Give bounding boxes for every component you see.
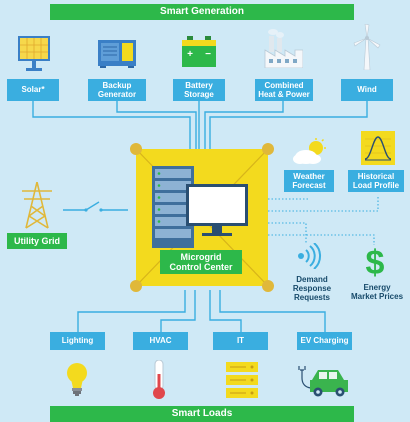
chp-label: Combined Heat & Power bbox=[255, 79, 313, 101]
load-profile-chart-icon bbox=[361, 131, 395, 165]
weather-forecast-label: Weather Forecast bbox=[284, 170, 334, 192]
factory-icon bbox=[264, 29, 303, 68]
smart-loads-bar: Smart Loads bbox=[50, 406, 354, 422]
lighting-label: Lighting bbox=[50, 332, 105, 350]
solar-panel-icon bbox=[18, 36, 50, 71]
historical-load-profile-label: Historical Load Profile bbox=[348, 170, 404, 192]
battery-storage-label: Battery Storage bbox=[173, 79, 225, 101]
utility-grid-label: Utility Grid bbox=[7, 233, 67, 249]
weather-cloud-icon bbox=[293, 138, 326, 164]
light-bulb-icon bbox=[67, 363, 87, 396]
server-monitor-icon bbox=[152, 166, 248, 248]
wind-turbine-icon bbox=[353, 24, 381, 70]
ev-car-icon bbox=[298, 366, 348, 397]
svg-text:+: + bbox=[187, 49, 193, 60]
solar-label: Solar* bbox=[7, 79, 59, 101]
control-center-label: Microgrid Control Center bbox=[160, 250, 242, 274]
backup-generator-icon bbox=[98, 40, 136, 68]
signal-waves-icon bbox=[298, 243, 321, 269]
dollar-icon: $ bbox=[366, 245, 385, 279]
energy-market-prices-label: Energy Market Prices bbox=[350, 283, 404, 302]
hvac-label: HVAC bbox=[133, 332, 188, 350]
server-rack-icon bbox=[226, 362, 258, 398]
backup-generator-label: Backup Generator bbox=[88, 79, 146, 101]
battery-icon: + − bbox=[182, 36, 216, 67]
demand-response-label: Demand Response Requests bbox=[292, 275, 332, 303]
smart-generation-bar: Smart Generation bbox=[50, 4, 354, 20]
it-label: IT bbox=[213, 332, 268, 350]
wind-label: Wind bbox=[341, 79, 393, 101]
svg-text:−: − bbox=[205, 49, 211, 60]
svg-text:$: $ bbox=[366, 245, 385, 279]
thermometer-icon bbox=[153, 360, 165, 399]
ev-charging-label: EV Charging bbox=[297, 332, 352, 350]
power-tower-icon bbox=[22, 182, 52, 229]
